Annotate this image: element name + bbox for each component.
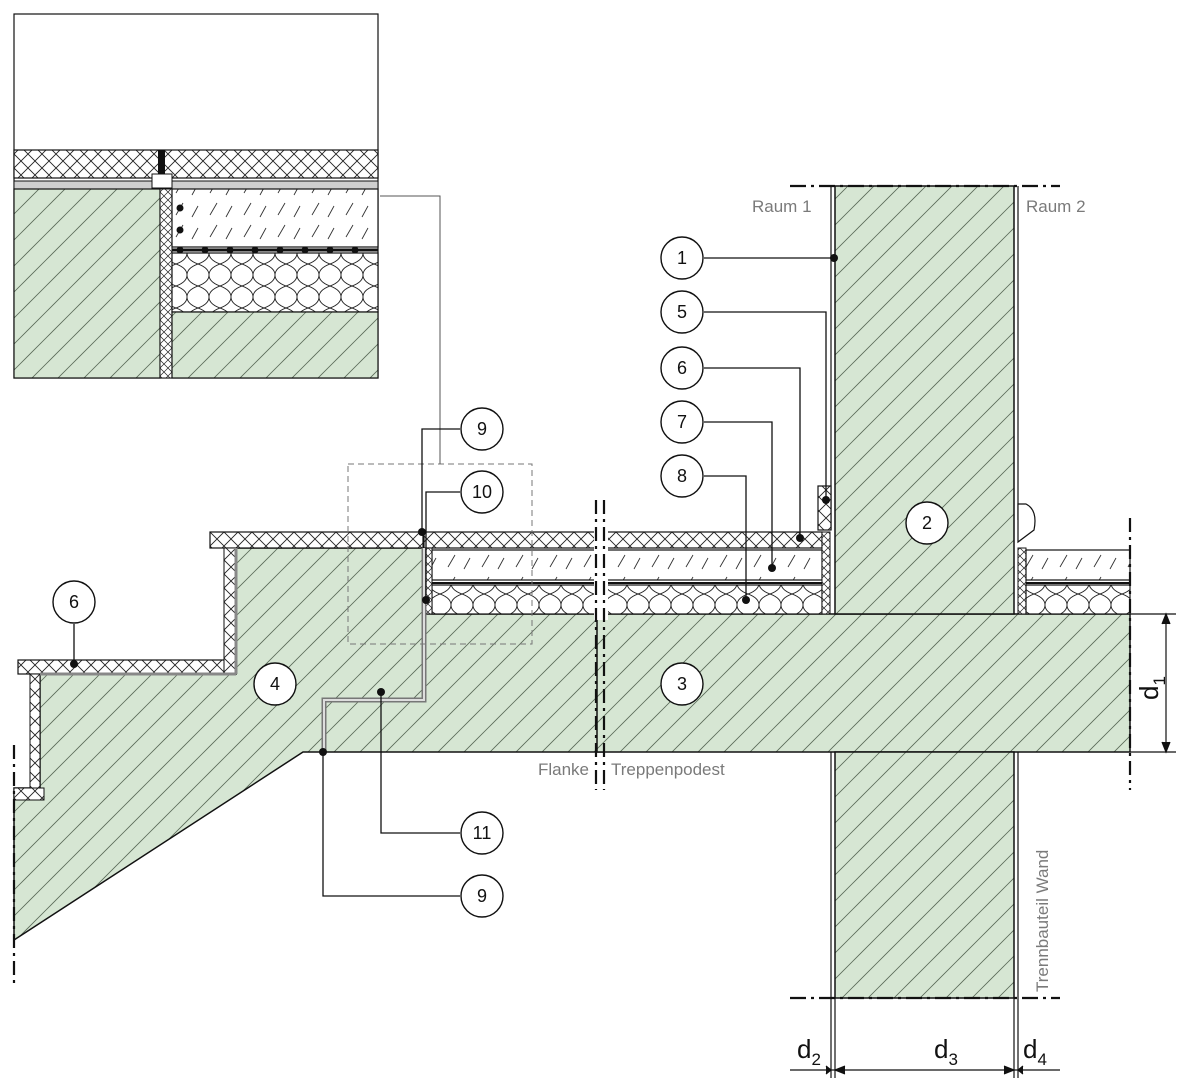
callout-10: 10 [460,470,504,514]
label-trennbauteil: Trennbauteil Wand [1033,850,1052,992]
callout-6-landing: 6 [660,346,704,390]
skirting-raum2 [1017,503,1036,544]
lower-wall [834,751,1015,999]
svg-text:7: 7 [677,412,687,432]
inset-detail [13,13,379,379]
svg-text:6: 6 [69,592,79,612]
svg-text:9: 9 [477,419,487,439]
bottom-step-cover [13,787,45,801]
callout-2: 2 [905,501,949,545]
dimension-d4-label: d4 [1023,1034,1047,1069]
callout-11: 11 [460,811,504,855]
svg-text:4: 4 [270,674,280,694]
axis-lines [12,184,1132,1000]
label-raum2: Raum 2 [1026,197,1086,216]
riser-lower [29,673,41,789]
callout-1: 1 [660,236,704,280]
skirting-raum1 [817,485,832,531]
callout-3: 3 [660,662,704,706]
upper-tread [209,531,424,549]
leader-lines [73,257,834,897]
edge-strip-wall [821,531,831,615]
leader-dots [70,254,838,756]
concrete-structure [13,185,1131,999]
callout-7: 7 [660,400,704,444]
floor-buildup-raum1 [423,485,832,620]
stair-joint [321,548,427,752]
lower-tread [17,659,235,675]
floor-buildup-raum2 [1017,503,1131,615]
screed-layer [431,549,823,581]
svg-text:10: 10 [472,482,492,502]
callout-9-upper: 9 [460,407,504,451]
label-flanke: Flanke [538,760,589,779]
label-raum1: Raum 1 [752,197,812,216]
svg-text:1: 1 [677,248,687,268]
dimension-d1 [1130,612,1176,754]
callout-8: 8 [660,454,704,498]
svg-text:9: 9 [477,886,487,906]
svg-text:8: 8 [677,466,687,486]
dimension-d3-label: d3 [934,1034,958,1069]
dimension-d2-label: d2 [797,1034,821,1069]
impact-insulation [431,584,823,615]
svg-text:3: 3 [677,674,687,694]
callout-6-stair: 6 [52,580,96,624]
svg-text:6: 6 [677,358,687,378]
svg-text:2: 2 [922,513,932,533]
svg-text:11: 11 [473,823,492,843]
dimension-d1-label: d1 [1134,676,1169,700]
svg-text:5: 5 [677,302,687,322]
riser-upper [223,547,237,675]
callout-4: 4 [253,662,297,706]
upper-wall [834,185,1015,615]
callout-5: 5 [660,290,704,334]
landing-covering [423,531,823,549]
step-coverings [13,531,424,801]
dimension-bottom [790,998,1060,1078]
callout-9-lower: 9 [460,874,504,918]
label-treppenpodest: Treppenpodest [611,760,725,779]
